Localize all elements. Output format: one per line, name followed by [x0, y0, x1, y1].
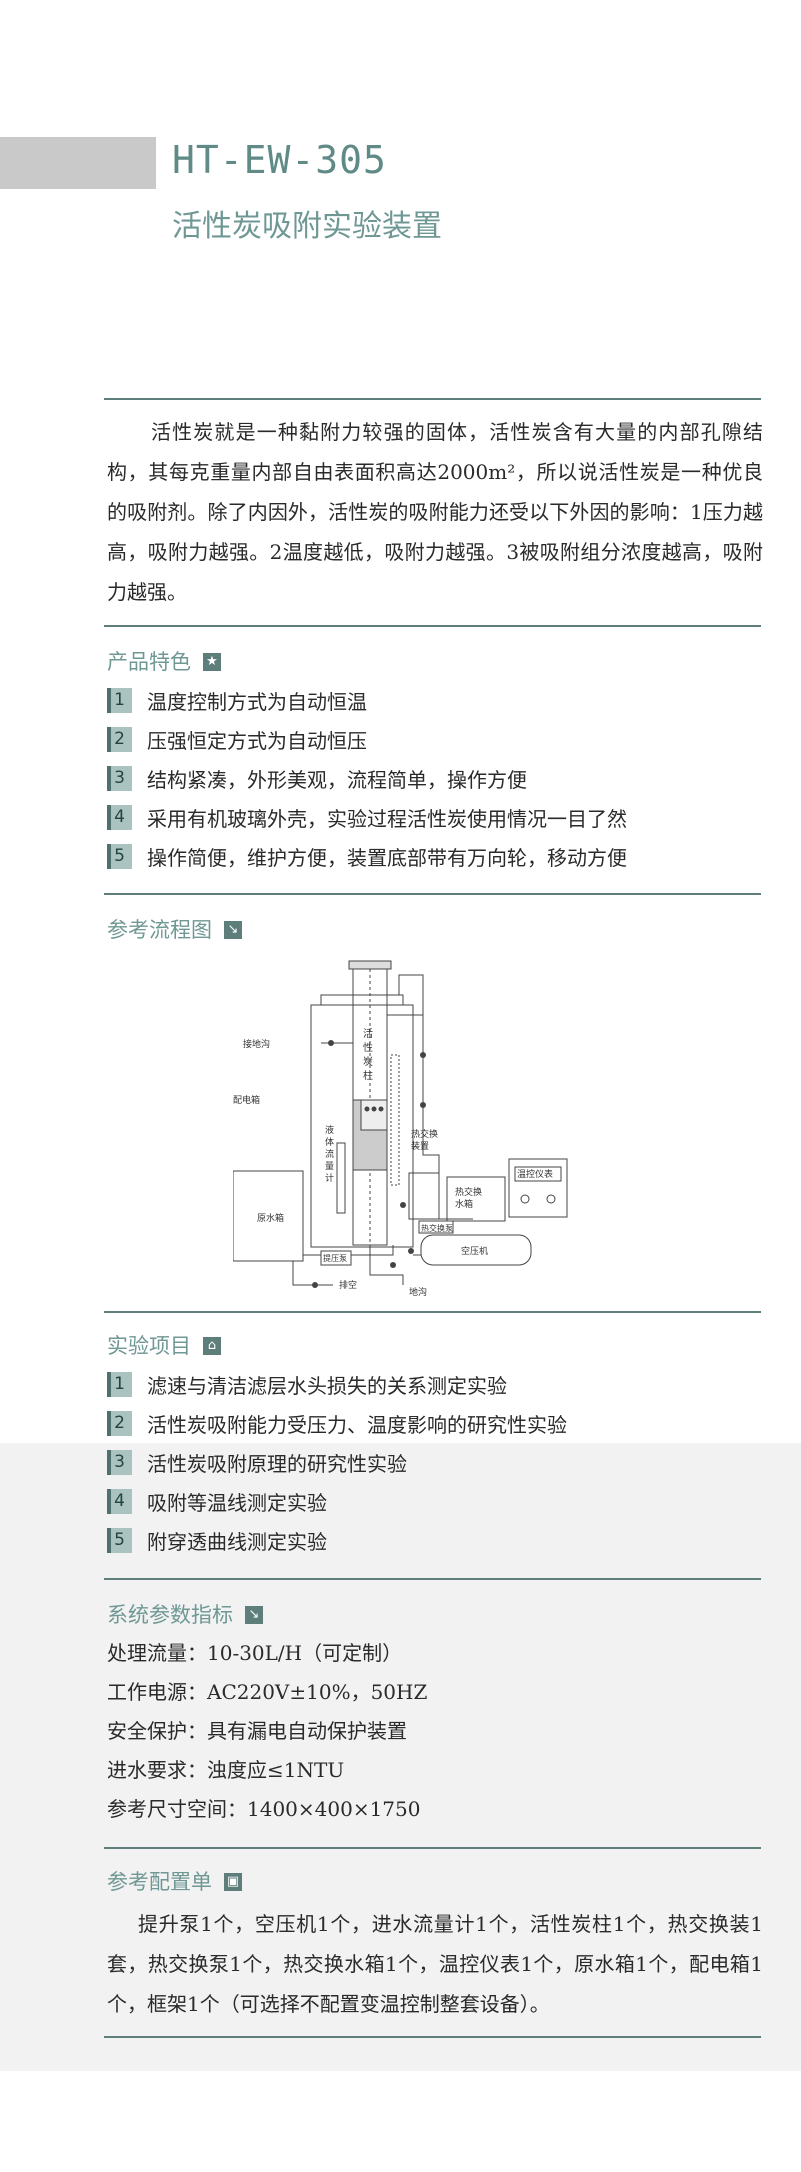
divider	[104, 2036, 761, 2038]
flow-heading: 参考流程图 ↘	[107, 916, 242, 944]
number-badge: 1	[107, 1372, 132, 1397]
diagram-label-heat-exchanger: 装置	[411, 1140, 429, 1152]
diagram-label-flowmeter: 体	[325, 1136, 334, 1148]
feature-item: 2 压强恒定方式为自动恒压	[107, 720, 627, 759]
experiment-item: 5 附穿透曲线测定实验	[107, 1521, 567, 1560]
divider	[104, 1847, 761, 1849]
number-badge: 4	[107, 805, 132, 830]
experiments-list: 1 滤速与清洁滤层水头损失的关系测定实验 2 活性炭吸附能力受压力、温度影响的研究性…	[107, 1365, 567, 1560]
feature-item: 1 温度控制方式为自动恒温	[107, 681, 627, 720]
flow-title: 参考流程图	[107, 918, 212, 942]
header-accent-bar	[0, 137, 156, 189]
diagram-label-column: 活	[363, 1028, 373, 1040]
diagram-label-column: 性	[363, 1041, 373, 1054]
diagram-label-flowmeter: 流	[325, 1148, 334, 1160]
lower-background-panel	[0, 1443, 801, 2071]
experiment-text: 活性炭吸附能力受压力、温度影响的研究性实验	[147, 1413, 567, 1437]
diagram-label-flowmeter: 量	[325, 1161, 334, 1172]
config-paragraph: 提升泵1个，空压机1个，进水流量计1个，活性炭柱1个，热交换装1套，热交换泵1个…	[107, 1912, 763, 2016]
number-badge: 5	[107, 844, 132, 869]
diagram-label-temp-meter: 温控仪表	[517, 1168, 553, 1180]
diagram-label-raw-tank: 原水箱	[257, 1212, 284, 1224]
number-badge: 1	[107, 688, 132, 713]
number-badge: 5	[107, 1528, 132, 1553]
number-badge: 2	[107, 1411, 132, 1436]
divider	[104, 1578, 761, 1580]
param-item: 处理流量：10-30L/H（可定制）	[107, 1641, 403, 1665]
param-item: 进水要求：浊度应≤1NTU	[107, 1758, 345, 1782]
feature-text: 温度控制方式为自动恒温	[147, 690, 367, 714]
number-badge: 3	[107, 766, 132, 791]
diagram-label-heat-exchanger: 热交换	[411, 1128, 438, 1140]
feature-text: 操作简便，维护方便，装置底部带有万向轮，移动方便	[147, 846, 627, 870]
feature-item: 4 采用有机玻璃外壳，实验过程活性炭使用情况一目了然	[107, 798, 627, 837]
param-item: 参考尺寸空间：1400×400×1750	[107, 1797, 421, 1821]
experiment-item: 1 滤速与清洁滤层水头损失的关系测定实验	[107, 1365, 567, 1404]
feature-text: 压强恒定方式为自动恒压	[147, 729, 367, 753]
diagram-label-hx-pump: 热交换泵	[421, 1223, 453, 1233]
divider	[104, 1311, 761, 1313]
divider	[104, 625, 761, 627]
config-title: 参考配置单	[107, 1870, 212, 1894]
experiment-text: 吸附等温线测定实验	[147, 1491, 327, 1515]
diagram-label-flowmeter: 液	[325, 1124, 334, 1136]
model-number: HT-EW-305	[172, 138, 387, 182]
diagram-label-lift-pump: 提压泵	[323, 1253, 347, 1263]
diagram-label-drain-bottom: 地沟	[409, 1286, 427, 1298]
star-icon: ★	[203, 653, 221, 671]
params-title: 系统参数指标	[107, 1603, 233, 1627]
param-item: 工作电源：AC220V±10%，50HZ	[107, 1680, 428, 1704]
experiment-item: 4 吸附等温线测定实验	[107, 1482, 567, 1521]
divider	[104, 893, 761, 895]
diagram-label-drain-pipe: 排空	[339, 1279, 357, 1291]
experiment-text: 滤速与清洁滤层水头损失的关系测定实验	[147, 1374, 507, 1398]
feature-item: 3 结构紧凑，外形美观，流程简单，操作方便	[107, 759, 627, 798]
diagram-label-flowmeter: 计	[325, 1172, 334, 1184]
number-badge: 2	[107, 727, 132, 752]
diagram-label-hx-tank: 水箱	[455, 1198, 473, 1210]
diagram-label-column: 柱	[363, 1069, 373, 1082]
experiment-item: 2 活性炭吸附能力受压力、温度影响的研究性实验	[107, 1404, 567, 1443]
diagram-label-hx-tank: 热交换	[455, 1186, 482, 1198]
experiments-title: 实验项目	[107, 1334, 191, 1358]
diagram-icon: ↘	[224, 921, 242, 939]
features-title: 产品特色	[107, 650, 191, 674]
experiment-text: 活性炭吸附原理的研究性实验	[147, 1452, 407, 1476]
params-list: 处理流量：10-30L/H（可定制） 工作电源：AC220V±10%，50HZ …	[107, 1634, 427, 1829]
number-badge: 3	[107, 1450, 132, 1475]
wrench-icon: ↘	[245, 1606, 263, 1624]
divider	[104, 398, 761, 400]
feature-item: 5 操作简便，维护方便，装置底部带有万向轮，移动方便	[107, 837, 627, 876]
intro-paragraph: 活性炭就是一种黏附力较强的固体，活性炭含有大量的内部孔隙结构，其每克重量内部自由…	[107, 420, 763, 604]
features-list: 1 温度控制方式为自动恒温 2 压强恒定方式为自动恒压 3 结构紧凑，外形美观，流程简…	[107, 681, 627, 876]
param-item: 安全保护：具有漏电自动保护装置	[107, 1719, 407, 1743]
list-icon: ▣	[224, 1873, 242, 1891]
diagram-label-column: 炭	[363, 1056, 373, 1068]
diagram-label-drain-top: 接地沟	[243, 1038, 270, 1050]
home-icon: ⌂	[203, 1337, 221, 1355]
experiment-text: 附穿透曲线测定实验	[147, 1530, 327, 1554]
config-heading: 参考配置单 ▣	[107, 1868, 242, 1896]
params-heading: 系统参数指标 ↘	[107, 1601, 263, 1629]
experiment-item: 3 活性炭吸附原理的研究性实验	[107, 1443, 567, 1482]
diagram-label-elec-box: 配电箱	[233, 1094, 260, 1106]
experiments-heading: 实验项目 ⌂	[107, 1332, 221, 1360]
features-heading: 产品特色 ★	[107, 648, 221, 676]
product-title: 活性炭吸附实验装置	[172, 209, 442, 244]
feature-text: 结构紧凑，外形美观，流程简单，操作方便	[147, 768, 527, 792]
number-badge: 4	[107, 1489, 132, 1514]
flow-diagram: 接地沟 活 性 炭 柱 配电箱 液 体 流 量 计 热交换 装置 温控仪表 热交…	[233, 960, 568, 1298]
diagram-label-compressor: 空压机	[461, 1245, 488, 1257]
feature-text: 采用有机玻璃外壳，实验过程活性炭使用情况一目了然	[147, 807, 627, 831]
